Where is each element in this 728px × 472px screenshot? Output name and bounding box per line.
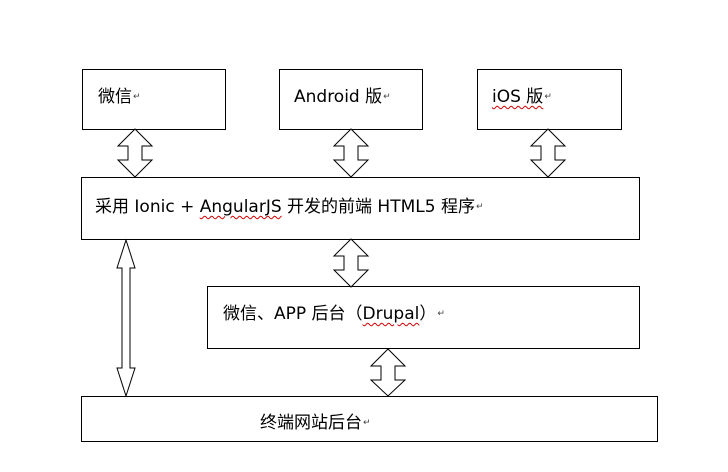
node-backend-label-drupal: Drupal xyxy=(362,304,420,324)
node-ios: iOS 版↵ xyxy=(477,69,622,130)
node-backend-label-suffix: ） xyxy=(419,304,437,324)
arrow-backend-terminal xyxy=(369,348,407,397)
node-frontend-label-angularjs: AngularJS xyxy=(199,197,282,217)
paragraph-mark-icon: ↵ xyxy=(133,92,141,102)
paragraph-mark-icon: ↵ xyxy=(383,92,391,102)
paragraph-mark-icon: ↵ xyxy=(475,202,484,212)
arrow-frontend-terminal xyxy=(116,238,136,398)
node-terminal: 终端网站后台↵ xyxy=(81,396,658,442)
arrow-frontend-backend xyxy=(332,238,370,288)
node-frontend: 采用 Ionic + AngularJS 开发的前端 HTML5 程序↵ xyxy=(81,177,640,240)
paragraph-mark-icon: ↵ xyxy=(363,418,371,428)
arrow-wechat-frontend xyxy=(116,128,154,178)
paragraph-mark-icon: ↵ xyxy=(437,309,445,319)
paragraph-mark-icon: ↵ xyxy=(544,92,552,102)
node-backend-label-prefix: 微信、APP 后台（ xyxy=(223,304,363,324)
node-wechat-label: 微信 xyxy=(98,87,132,107)
arrow-android-frontend xyxy=(332,128,370,178)
node-terminal-label: 终端网站后台 xyxy=(260,413,362,433)
node-frontend-label-suffix: 开发的前端 HTML5 程序 xyxy=(281,197,475,217)
node-wechat: 微信↵ xyxy=(82,69,226,130)
node-frontend-label-prefix: 采用 Ionic + xyxy=(95,197,200,217)
node-ios-label: iOS 版 xyxy=(492,87,544,107)
node-backend: 微信、APP 后台（Drupal）↵ xyxy=(207,286,640,349)
arrow-ios-frontend xyxy=(529,128,567,178)
node-android-label: Android 版 xyxy=(294,87,383,107)
